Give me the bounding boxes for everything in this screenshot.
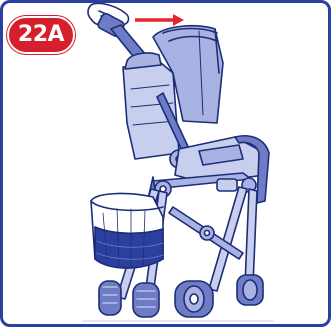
arrow-right-icon bbox=[3, 3, 331, 327]
